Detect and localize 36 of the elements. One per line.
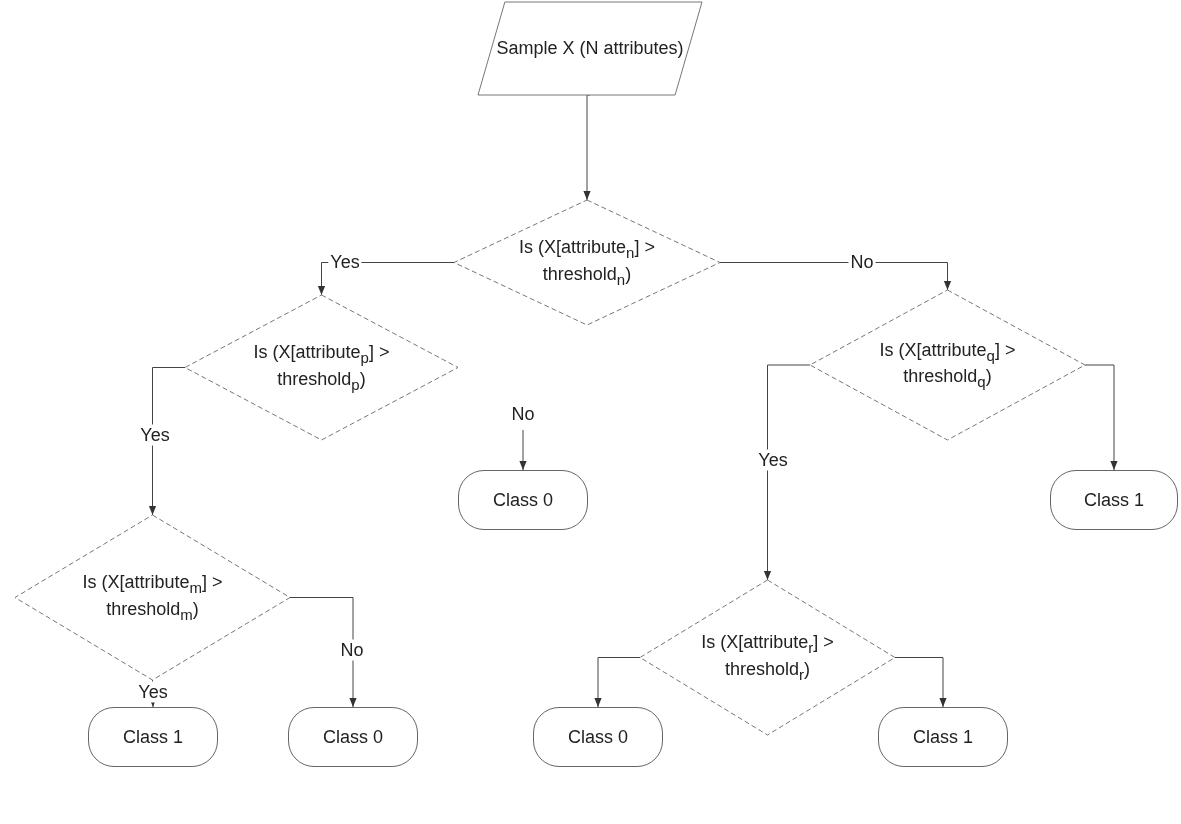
- decision-diamond: [15, 515, 290, 680]
- arrow: [594, 657, 641, 708]
- arrow: [719, 262, 952, 291]
- node-text: Class 1: [123, 725, 183, 749]
- node-text: Class 1: [1084, 488, 1144, 512]
- edge-label: No: [338, 639, 366, 661]
- node-text: Is (X[attribute$_{q}$] > threshold$_{q}$): [878, 338, 1017, 392]
- input-parallelogram: [478, 2, 702, 95]
- node-text: Class 1: [913, 725, 973, 749]
- terminal-node: [458, 470, 588, 530]
- arrow: [763, 364, 811, 581]
- arrow: [148, 367, 186, 516]
- arrow: [289, 597, 357, 708]
- decision-diamond: [810, 290, 1085, 440]
- arrow: [894, 657, 947, 708]
- terminal-node: [288, 707, 418, 767]
- node-text: Class 0: [568, 725, 628, 749]
- decision-diamond: [185, 295, 458, 440]
- node-text: Is (X[attribute$_{n}$] > threshold$_{n}$): [518, 236, 656, 289]
- node-text: Is (X[attribute$_{m}$] > threshold$_{m}$): [81, 571, 224, 624]
- terminal-node: [533, 707, 663, 767]
- edge-label: Yes: [138, 424, 172, 446]
- terminal-node: [878, 707, 1008, 767]
- node-text: Class 0: [323, 725, 383, 749]
- terminal-node: [1050, 470, 1178, 530]
- node-text: Class 0: [493, 488, 553, 512]
- decision-diamond: [640, 580, 895, 735]
- arrow: [583, 94, 591, 201]
- edge-label: Yes: [756, 449, 790, 471]
- node-text: Is (X[attribute$_{p}$] > threshold$_{p}$): [252, 341, 391, 394]
- arrow: [1084, 364, 1118, 471]
- decision-diamond: [454, 200, 720, 325]
- arrow: [519, 429, 527, 471]
- node-text: Sample X (N attributes): [496, 37, 684, 60]
- terminal-node: [88, 707, 218, 767]
- node-text: Is (X[attribute$_{r}$] > threshold$_{r}$): [700, 631, 835, 684]
